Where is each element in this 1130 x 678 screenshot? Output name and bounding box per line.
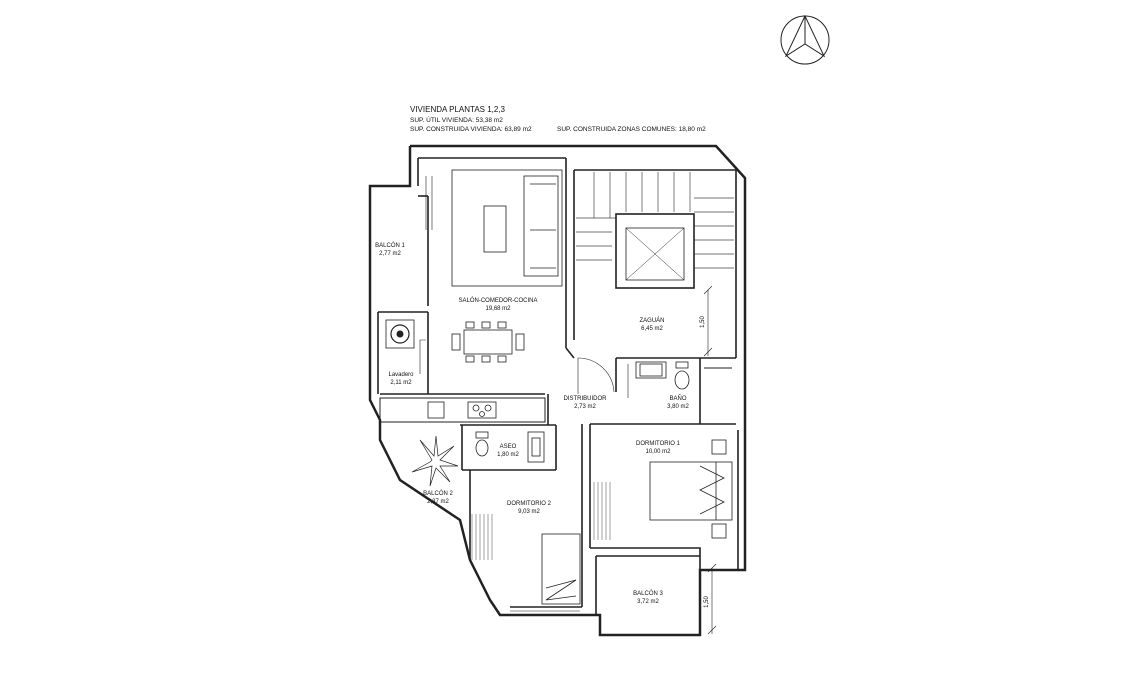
dim-balcon3: 1,50 [704, 596, 710, 608]
room-balcon1-name: BALCÓN 1 [375, 242, 405, 249]
plant-icon [411, 435, 459, 487]
room-lavadero-area: 2,11 m2 [390, 380, 412, 386]
doors [419, 339, 629, 398]
sup-comunes: SUP. CONSTRUIDA ZONAS COMUNES: 18,80 m2 [557, 126, 706, 133]
room-aseo-name: ASEO [500, 444, 517, 450]
sup-construida: SUP. CONSTRUIDA VIVIENDA: 63,89 m2 [410, 126, 532, 133]
plan-title: VIVIENDA PLANTAS 1,2,3 [410, 105, 506, 114]
bathroom-fixtures [475, 361, 732, 463]
room-balcon1-area: 2,77 m2 [379, 251, 401, 257]
room-dormitorio1-area: 10,00 m2 [645, 449, 671, 455]
kitchen-appliances [427, 401, 497, 419]
room-balcon3-name: BALCÓN 3 [633, 590, 663, 597]
room-distribuidor-area: 2,73 m2 [574, 404, 596, 410]
wardrobes [471, 482, 611, 560]
room-dormitorio2-area: 9,03 m2 [518, 509, 540, 515]
room-salon-area: 19,68 m2 [485, 306, 511, 312]
room-balcon2-area: 2,37 m2 [427, 499, 449, 505]
room-salon-name: SALÓN-COMEDOR-COCINA [458, 297, 537, 304]
living-furniture [451, 169, 563, 363]
sup-util: SUP. ÚTIL VIVIENDA: 53,38 m2 [410, 117, 503, 124]
room-bano-name: BAÑO [669, 395, 686, 402]
room-aseo-area: 1,80 m2 [497, 452, 519, 458]
room-lavadero-name: Lavadero [388, 372, 414, 378]
inner-walls [377, 157, 739, 615]
bed-dormitorio-2 [541, 533, 581, 605]
room-zaguan-area: 6,45 m2 [641, 326, 663, 332]
windows [425, 176, 580, 612]
stair [576, 172, 734, 269]
elevator [615, 213, 695, 289]
north-arrow-icon [780, 14, 830, 65]
dimension-lines [703, 285, 717, 635]
dim-zaguan: 1,50 [700, 316, 706, 328]
bed-dormitorio-1 [649, 439, 733, 539]
room-dormitorio1-name: DORMITORIO 1 [636, 441, 681, 447]
room-distribuidor-name: DISTRIBUIDOR [563, 396, 607, 402]
room-balcon2-name: BALCÓN 2 [423, 490, 453, 497]
room-bano-area: 3,80 m2 [667, 404, 689, 410]
outer-walls [368, 144, 747, 637]
room-dormitorio2-name: DORMITORIO 2 [507, 501, 552, 507]
washing-machine-icon [385, 319, 415, 349]
room-balcon3-area: 3,72 m2 [637, 599, 659, 605]
room-zaguan-name: ZAGUÁN [639, 317, 664, 324]
